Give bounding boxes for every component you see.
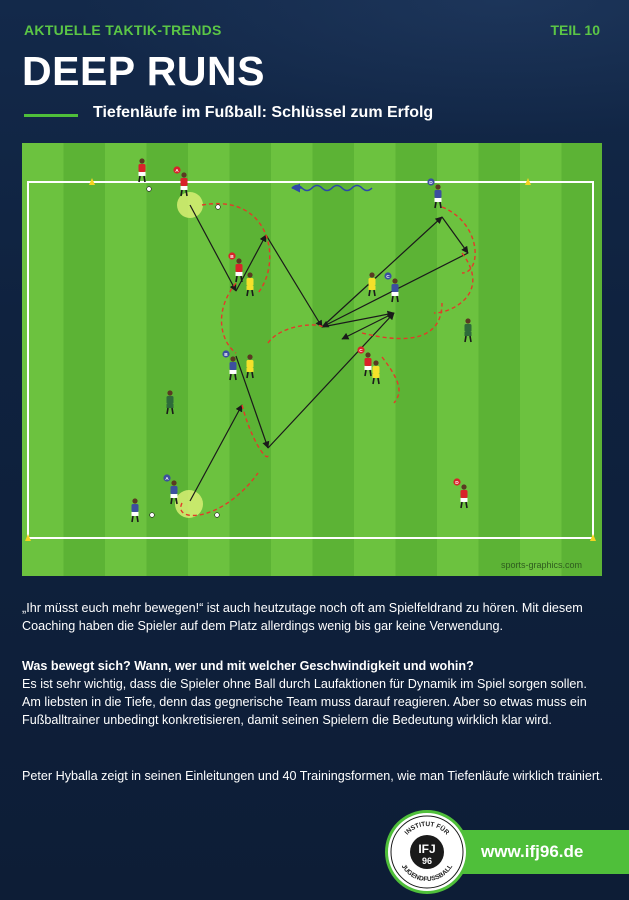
ball-icon [149, 512, 155, 518]
svg-text:D: D [429, 180, 433, 186]
pass-line [189, 204, 237, 292]
svg-text:A: A [165, 476, 169, 482]
player-label-b: B [228, 252, 236, 260]
pass-line [189, 404, 243, 502]
logo-number-text: 96 [422, 856, 432, 866]
run-lines [180, 202, 476, 517]
pass-line [235, 234, 267, 292]
svg-text:A: A [175, 168, 179, 174]
header-background [0, 0, 629, 160]
svg-text:B: B [224, 352, 228, 358]
pass-line [235, 355, 270, 449]
grass-stripe [63, 143, 105, 576]
svg-text:C: C [359, 348, 363, 354]
question-text: Es ist sehr wichtig, dass die Spieler oh… [22, 677, 587, 727]
ifj-logo: INSTITUT FÜR JUGENDFUSSBALL IFJ 96 [385, 810, 469, 894]
run-line [441, 206, 476, 274]
grass-stripe [395, 143, 437, 576]
logo-top-text: INSTITUT FÜR [404, 821, 451, 837]
cone-icon [25, 534, 31, 541]
grass-stripe [561, 143, 603, 576]
page-title: DEEP RUNS [22, 48, 265, 94]
red-player: A [173, 166, 188, 197]
grass-stripes [22, 143, 603, 576]
page-subtitle: Tiefenläufe im Fußball: Schlüssel zum Er… [93, 104, 434, 121]
run-line [220, 282, 237, 354]
yellow-player [246, 272, 254, 297]
ball-icon [215, 204, 221, 210]
pass-line [321, 216, 443, 328]
red-player: D [453, 478, 468, 509]
grass-stripe [478, 143, 520, 576]
ball-icon [146, 186, 152, 192]
blue-player: B [222, 350, 237, 381]
run-line [433, 252, 474, 314]
grass-stripe [312, 143, 354, 576]
svg-text:C: C [386, 274, 390, 280]
ball-icon [214, 512, 220, 518]
pitch-boundary [27, 181, 594, 539]
red-player [138, 158, 146, 183]
intro-text: „Ihr müsst euch mehr bewegen!“ ist auch … [22, 601, 583, 633]
player-label-b: B [222, 350, 230, 358]
player-label-d: D [453, 478, 461, 486]
yellow-player [368, 272, 376, 297]
run-line [241, 404, 269, 458]
svg-text:B: B [230, 254, 234, 260]
closing-paragraph: Peter Hyballa zeigt in seinen Einleitung… [22, 767, 608, 785]
question-heading: Was bewegt sich? Wann, wer und mit welch… [22, 659, 474, 673]
player-label-c: C [384, 272, 392, 280]
coach-player [464, 318, 472, 343]
yellow-player [372, 360, 380, 385]
player-label-a: A [163, 474, 171, 482]
tactics-diagram: A B C D A B C D sports-graphics.com [22, 143, 603, 576]
coach-player [166, 390, 174, 415]
blue-player [131, 498, 139, 523]
pass-line [267, 312, 395, 449]
corner-cones [25, 178, 596, 541]
run-line [201, 202, 271, 294]
players: A B C D A B C D [131, 158, 472, 523]
pass-line [441, 216, 469, 254]
blue-player: D [427, 178, 442, 209]
svg-text:D: D [455, 480, 459, 486]
red-player: B [228, 252, 243, 283]
part-label: TEIL 10 [550, 22, 600, 38]
diagram-credit: sports-graphics.com [501, 560, 582, 570]
yellow-player [246, 354, 254, 379]
logo-main-text: IFJ [418, 842, 435, 856]
run-line [381, 356, 400, 404]
dribble-line [291, 184, 373, 192]
question-paragraph: Was bewegt sich? Wann, wer und mit welch… [22, 657, 608, 729]
run-line [180, 472, 259, 517]
cone-icon [590, 534, 596, 541]
pass-line [265, 234, 323, 328]
player-label-c: C [357, 346, 365, 354]
website-link[interactable]: www.ifj96.de [481, 842, 584, 861]
cone-icon [89, 178, 95, 185]
start-zone-a-bottom [175, 490, 203, 518]
player-label-d: D [427, 178, 435, 186]
red-player: C [357, 346, 372, 377]
title-rule [24, 114, 78, 117]
pass-line [321, 310, 395, 328]
cone-icon [525, 178, 531, 185]
run-line [267, 324, 323, 344]
pass-line [341, 312, 395, 340]
blue-player: C [384, 272, 399, 303]
footer: www.ifj96.de INSTITUT FÜR JUGENDFUSSBALL… [383, 808, 629, 896]
series-kicker: AKTUELLE TAKTIK-TRENDS [24, 22, 222, 38]
blue-player: A [163, 474, 178, 505]
intro-paragraph: „Ihr müsst euch mehr bewegen!“ ist auch … [22, 599, 608, 635]
player-label-a: A [173, 166, 181, 174]
closing-text: Peter Hyballa zeigt in seinen Einleitung… [22, 769, 604, 783]
